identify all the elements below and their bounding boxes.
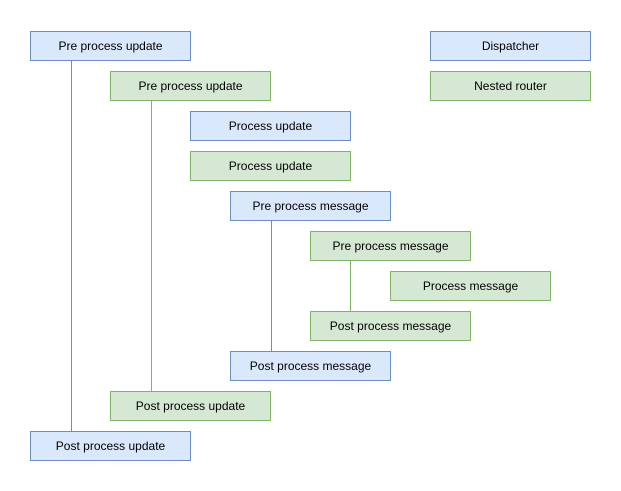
node-process-update-outer: Process update [190,111,351,141]
node-dispatcher: Dispatcher [430,31,591,61]
node-post-process-update-outer: Post process update [30,431,191,461]
node-process-update-inner: Process update [190,151,351,181]
node-pre-process-update-outer: Pre process update [30,31,191,61]
lifeline-message-outer [271,221,272,351]
node-pre-process-update-inner: Pre process update [110,71,271,101]
node-post-process-update-inner: Post process update [110,391,271,421]
lifeline-message-inner [350,261,351,311]
node-post-process-message-inner: Post process message [310,311,471,341]
lifeline-update-outer [71,61,72,431]
lifeline-update-inner [151,101,152,391]
node-process-message: Process message [390,271,551,301]
node-pre-process-message-inner: Pre process message [310,231,471,261]
node-post-process-message-outer: Post process message [230,351,391,381]
node-pre-process-message-outer: Pre process message [230,191,391,221]
node-nested-router: Nested router [430,71,591,101]
